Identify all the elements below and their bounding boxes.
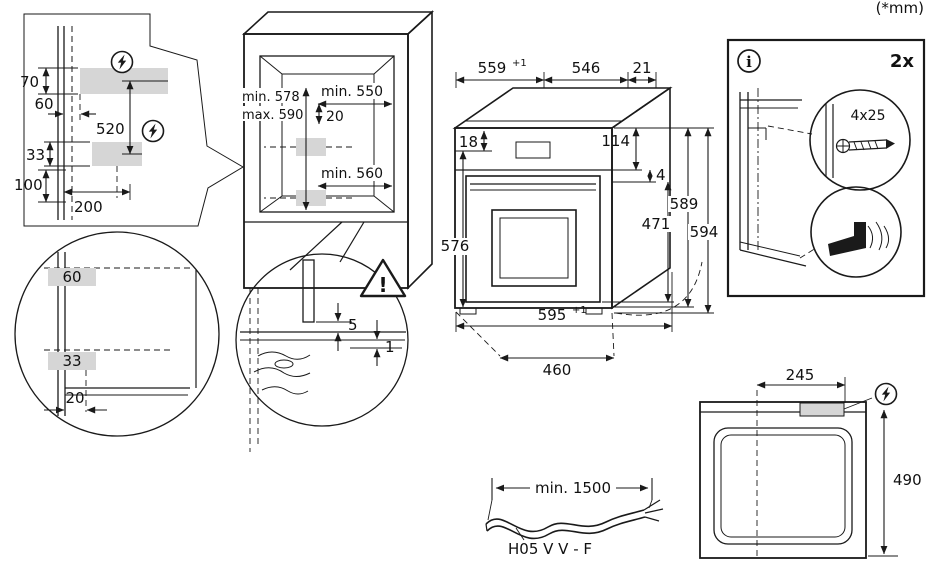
oven-diagram: 559 +1 546 21 18 576 114 4 471 589 bbox=[438, 58, 720, 379]
screw-size-label: 4x25 bbox=[850, 108, 885, 124]
gap-detail-view: 5 1 ! bbox=[235, 253, 409, 427]
connection-box bbox=[800, 403, 844, 416]
oven-door bbox=[465, 175, 601, 303]
connection-strip-upper bbox=[48, 268, 96, 286]
cabinet-connection-side bbox=[296, 138, 326, 156]
dim-oven-height-a: 589 bbox=[670, 195, 699, 213]
dim-gap: 5 bbox=[348, 316, 358, 334]
mounting-bracket bbox=[828, 222, 866, 256]
dim-corner-lower: 33 bbox=[62, 352, 81, 370]
dim-cabinet-bottom-width: min. 560 bbox=[321, 166, 383, 182]
dim-oven-door-height: 471 bbox=[642, 215, 671, 233]
dim-cabinet-top-width: min. 550 bbox=[321, 84, 383, 100]
connection-strip-lower bbox=[48, 352, 96, 370]
electrical-connection-icon bbox=[874, 382, 898, 406]
mounting-quantity: 2x bbox=[890, 51, 915, 72]
dim-cabinet-height-max: max. 590 bbox=[242, 108, 303, 123]
power-cable-diagram: min. 1500 H05 V V - F bbox=[485, 478, 664, 558]
dim-top-view-depth: 490 bbox=[893, 471, 922, 489]
dim-corner-edge: 20 bbox=[65, 389, 84, 407]
screw-icon bbox=[835, 138, 895, 154]
info-icon-glyph: i bbox=[746, 53, 752, 71]
dim-oven-height-b: 594 bbox=[690, 223, 719, 241]
dim-oven-width: 559 bbox=[478, 59, 507, 77]
electrical-connection-icon bbox=[110, 50, 134, 74]
corner-detail-view: 60 33 20 bbox=[14, 231, 220, 437]
bracket-detail-magnifier bbox=[810, 186, 902, 278]
top-view-diagram: 245 490 bbox=[699, 366, 922, 559]
dim-oven-open-depth: 460 bbox=[543, 361, 572, 379]
warning-exclamation: ! bbox=[378, 273, 387, 297]
dim-top-clearance: 70 bbox=[20, 73, 39, 91]
dim-oven-trim: 4 bbox=[656, 166, 666, 184]
dim-oven-width-tol: +1 bbox=[512, 58, 527, 69]
dim-oven-rear-gap: 21 bbox=[632, 59, 651, 77]
dim-lower-width: 200 bbox=[74, 198, 103, 216]
dim-oven-depth: 546 bbox=[572, 59, 601, 77]
dim-corner-upper: 60 bbox=[62, 268, 81, 286]
warning-triangle-icon bbox=[359, 258, 407, 298]
niche-cutout-diagram: 70 60 520 33 100 200 bbox=[14, 13, 244, 227]
dim-spacing: 520 bbox=[96, 120, 125, 138]
mounting-info-panel: i 2x 4x25 bbox=[726, 38, 926, 298]
dim-lower-clearance: 100 bbox=[14, 176, 43, 194]
electrical-connection-icon bbox=[141, 119, 165, 143]
dim-oven-body-height: 576 bbox=[441, 237, 470, 255]
screw-detail-magnifier bbox=[809, 89, 911, 191]
dim-clearance: 1 bbox=[385, 338, 395, 356]
dim-side-offset: 60 bbox=[34, 95, 53, 113]
units-label: (*mm) bbox=[876, 0, 924, 17]
dim-mid-offset: 33 bbox=[26, 146, 45, 164]
oven-window bbox=[491, 209, 577, 287]
cabinet-diagram: min. 550 20 min. 578 max. 590 min. 560 bbox=[240, 10, 435, 452]
cable-spec-label: H05 V V - F bbox=[508, 540, 592, 558]
dim-oven-top-inset: 18 bbox=[459, 133, 478, 151]
dim-cabinet-inset: 20 bbox=[326, 109, 344, 125]
info-icon bbox=[737, 49, 761, 73]
dim-cabinet-height-min: min. 578 bbox=[242, 90, 300, 105]
cable-icon bbox=[485, 509, 645, 533]
cable-length-label: min. 1500 bbox=[535, 479, 611, 497]
dim-oven-panel-height: 114 bbox=[601, 132, 630, 150]
dim-connection-offset: 245 bbox=[786, 366, 815, 384]
cabinet-connection-bottom bbox=[296, 190, 326, 206]
dim-oven-front-width-tol: +1 bbox=[572, 305, 587, 316]
oven-display bbox=[515, 141, 551, 159]
dim-oven-front-width: 595 bbox=[538, 306, 567, 324]
